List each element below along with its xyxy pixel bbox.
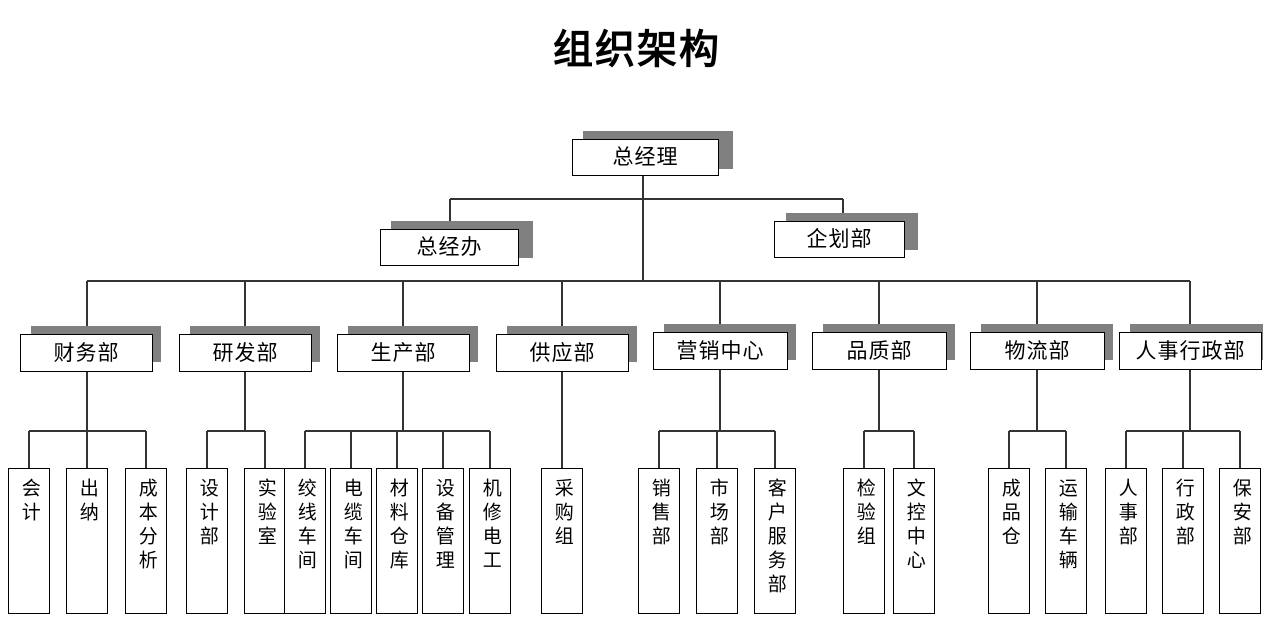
node-label: 市场部 bbox=[706, 478, 728, 550]
node-dept-supply[interactable]: 供应部 bbox=[496, 334, 629, 372]
node-label: 实验室 bbox=[254, 478, 276, 550]
node-leaf-security-dept[interactable]: 保安部 bbox=[1219, 468, 1261, 614]
node-leaf-inspection-group[interactable]: 检验组 bbox=[843, 468, 885, 614]
node-label: 企划部 bbox=[806, 227, 873, 252]
node-label: 设备管理 bbox=[432, 478, 454, 574]
node-leaf-design-dept[interactable]: 设计部 bbox=[186, 468, 228, 614]
node-label: 电缆车间 bbox=[340, 478, 362, 574]
node-label: 绞线车间 bbox=[294, 478, 316, 574]
node-dept-rnd[interactable]: 研发部 bbox=[179, 334, 312, 372]
node-general-manager[interactable]: 总经理 bbox=[572, 139, 719, 176]
node-label: 采购组 bbox=[551, 478, 573, 550]
node-label: 文控中心 bbox=[903, 478, 925, 574]
node-label: 成本分析 bbox=[135, 478, 157, 574]
node-label: 物流部 bbox=[1004, 338, 1071, 363]
node-leaf-purchasing-group[interactable]: 采购组 bbox=[541, 468, 583, 614]
node-label: 机修电工 bbox=[479, 478, 501, 574]
node-leaf-personnel-dept[interactable]: 人事部 bbox=[1105, 468, 1147, 614]
node-leaf-finished-goods-warehouse[interactable]: 成品仓 bbox=[988, 468, 1030, 614]
node-label: 供应部 bbox=[529, 340, 596, 365]
node-leaf-accounting[interactable]: 会计 bbox=[8, 468, 50, 614]
node-leaf-stranding-workshop[interactable]: 绞线车间 bbox=[284, 468, 326, 614]
node-leaf-document-control-center[interactable]: 文控中心 bbox=[893, 468, 935, 614]
node-label: 成品仓 bbox=[998, 478, 1020, 550]
node-leaf-customer-service-dept[interactable]: 客户服务部 bbox=[754, 468, 796, 614]
node-label: 总经办 bbox=[416, 235, 483, 260]
node-leaf-cable-workshop[interactable]: 电缆车间 bbox=[330, 468, 372, 614]
node-leaf-maintenance-electrician[interactable]: 机修电工 bbox=[469, 468, 511, 614]
node-leaf-material-warehouse[interactable]: 材料仓库 bbox=[376, 468, 418, 614]
node-dept-marketing-center[interactable]: 营销中心 bbox=[653, 332, 788, 370]
node-dept-logistics[interactable]: 物流部 bbox=[970, 332, 1105, 370]
node-label: 出纳 bbox=[76, 478, 98, 526]
node-dept-finance[interactable]: 财务部 bbox=[20, 334, 153, 372]
node-general-office[interactable]: 总经办 bbox=[380, 229, 519, 266]
node-label: 销售部 bbox=[648, 478, 670, 550]
node-label: 保安部 bbox=[1229, 478, 1251, 550]
node-leaf-sales-dept[interactable]: 销售部 bbox=[638, 468, 680, 614]
node-label: 人事部 bbox=[1115, 478, 1137, 550]
node-label: 检验组 bbox=[853, 478, 875, 550]
node-label: 运输车辆 bbox=[1055, 478, 1077, 574]
node-label: 会计 bbox=[18, 478, 40, 526]
node-dept-production[interactable]: 生产部 bbox=[337, 334, 470, 372]
node-leaf-cost-analysis[interactable]: 成本分析 bbox=[125, 468, 167, 614]
node-label: 营销中心 bbox=[676, 338, 765, 363]
node-leaf-transport-vehicles[interactable]: 运输车辆 bbox=[1045, 468, 1087, 614]
node-label: 财务部 bbox=[53, 340, 120, 365]
node-label: 品质部 bbox=[846, 338, 913, 363]
node-leaf-administration-dept[interactable]: 行政部 bbox=[1162, 468, 1204, 614]
node-label: 总经理 bbox=[612, 145, 679, 170]
node-label: 行政部 bbox=[1172, 478, 1194, 550]
node-leaf-market-dept[interactable]: 市场部 bbox=[696, 468, 738, 614]
node-label: 设计部 bbox=[196, 478, 218, 550]
node-leaf-cashier[interactable]: 出纳 bbox=[66, 468, 108, 614]
node-label: 生产部 bbox=[370, 340, 437, 365]
node-label: 材料仓库 bbox=[386, 478, 408, 574]
node-label: 客户服务部 bbox=[764, 478, 786, 598]
node-label: 研发部 bbox=[212, 340, 279, 365]
node-label: 人事行政部 bbox=[1135, 338, 1246, 363]
node-leaf-equipment-management[interactable]: 设备管理 bbox=[422, 468, 464, 614]
node-dept-hr-admin[interactable]: 人事行政部 bbox=[1119, 332, 1262, 370]
node-dept-quality[interactable]: 品质部 bbox=[812, 332, 947, 370]
node-planning-dept[interactable]: 企划部 bbox=[774, 221, 905, 258]
page-title: 组织架构 bbox=[553, 27, 721, 72]
node-leaf-laboratory[interactable]: 实验室 bbox=[244, 468, 286, 614]
